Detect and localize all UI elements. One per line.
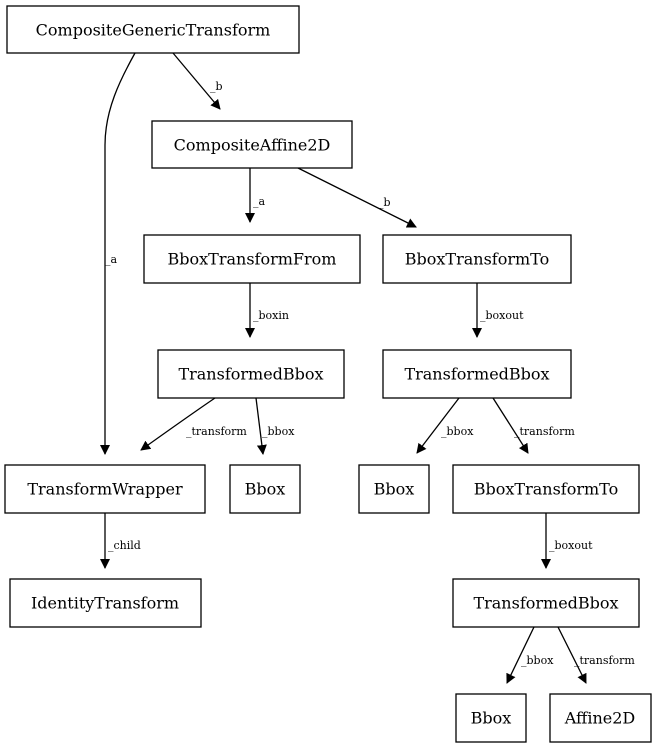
nodes: CompositeGenericTransform CompositeAffin… (4, 5, 652, 743)
edge-line (557, 626, 587, 684)
edge-btf-to-tb1: _boxin (245, 283, 289, 338)
node-transformed-bbox-3: TransformedBbox (452, 578, 640, 628)
edge-line (172, 52, 221, 110)
node-label: Bbox (471, 709, 512, 728)
node-composite-generic-transform: CompositeGenericTransform (6, 5, 300, 54)
edge-label: _transform (514, 425, 575, 438)
node-label: CompositeGenericTransform (36, 21, 271, 40)
edge-line (297, 167, 417, 228)
node-identity-transform: IdentityTransform (9, 578, 202, 628)
node-affine-2d: Affine2D (549, 693, 652, 743)
node-label: CompositeAffine2D (174, 136, 331, 155)
edge-label: _transform (186, 425, 247, 438)
edge-label: _b (378, 196, 391, 209)
node-label: BboxTransformFrom (168, 250, 337, 269)
node-label: TransformedBbox (404, 365, 549, 384)
edge-tb2-to-bbox2: _bbox (416, 397, 474, 454)
edge-tw-to-it: _child (100, 513, 141, 569)
node-transformed-bbox-2: TransformedBbox (382, 349, 572, 399)
edge-label: _a (253, 195, 266, 208)
edge-label: _bbox (262, 425, 295, 438)
edge-line (100, 52, 136, 455)
edge-tb3-to-aff: _transform (557, 626, 635, 684)
edge-label: _transform (574, 654, 635, 667)
node-label: TransformedBbox (473, 594, 618, 613)
edge-line (506, 626, 535, 684)
node-transform-wrapper: TransformWrapper (4, 464, 206, 514)
node-bbox-1: Bbox (229, 464, 301, 514)
node-label: Affine2D (564, 709, 636, 728)
node-label: IdentityTransform (31, 594, 179, 613)
edge-label: _a (105, 253, 118, 266)
edge-label: _bbox (521, 654, 554, 667)
edge-line (416, 397, 460, 454)
node-bbox-transform-to-2: BboxTransformTo (452, 464, 640, 514)
node-bbox-transform-from: BboxTransformFrom (143, 234, 361, 284)
node-label: BboxTransformTo (405, 250, 549, 269)
edge-tb2-to-btt2: _transform (492, 397, 575, 454)
edge-line (140, 397, 216, 451)
node-bbox-2: Bbox (358, 464, 430, 514)
edge-label: _boxout (549, 539, 593, 552)
edges: _b _a _a _b _boxin _boxout _transform _ (100, 52, 635, 684)
edge-label: _bbox (441, 425, 474, 438)
node-label: Bbox (245, 480, 286, 499)
edge-label: _child (108, 539, 141, 552)
edge-ca2d-to-btt1: _b (297, 167, 417, 228)
node-bbox-3: Bbox (455, 693, 527, 743)
edge-btt2-to-tb3: _boxout (541, 513, 593, 569)
edge-line (492, 397, 529, 454)
node-label: BboxTransformTo (474, 480, 618, 499)
edge-btt1-to-tb2: _boxout (472, 283, 524, 338)
edge-ca2d-to-btf: _a (245, 168, 266, 223)
edge-tb1-to-bbox1: _bbox (255, 397, 295, 455)
edge-label: _boxin (253, 309, 289, 322)
edge-cgt-to-ca2d: _b (172, 52, 223, 110)
node-label: TransformWrapper (27, 480, 183, 499)
edge-tb1-to-tw: _transform (140, 397, 247, 451)
node-transformed-bbox-1: TransformedBbox (157, 349, 345, 399)
node-bbox-transform-to-1: BboxTransformTo (382, 234, 572, 284)
edge-tb3-to-bbox3: _bbox (506, 626, 554, 684)
node-label: TransformedBbox (178, 365, 323, 384)
edge-label: _boxout (480, 309, 524, 322)
edge-label: _b (210, 80, 223, 93)
edge-cgt-to-tw: _a (100, 52, 136, 455)
node-label: Bbox (374, 480, 415, 499)
edge-line (255, 397, 267, 455)
node-composite-affine-2d: CompositeAffine2D (151, 120, 353, 169)
